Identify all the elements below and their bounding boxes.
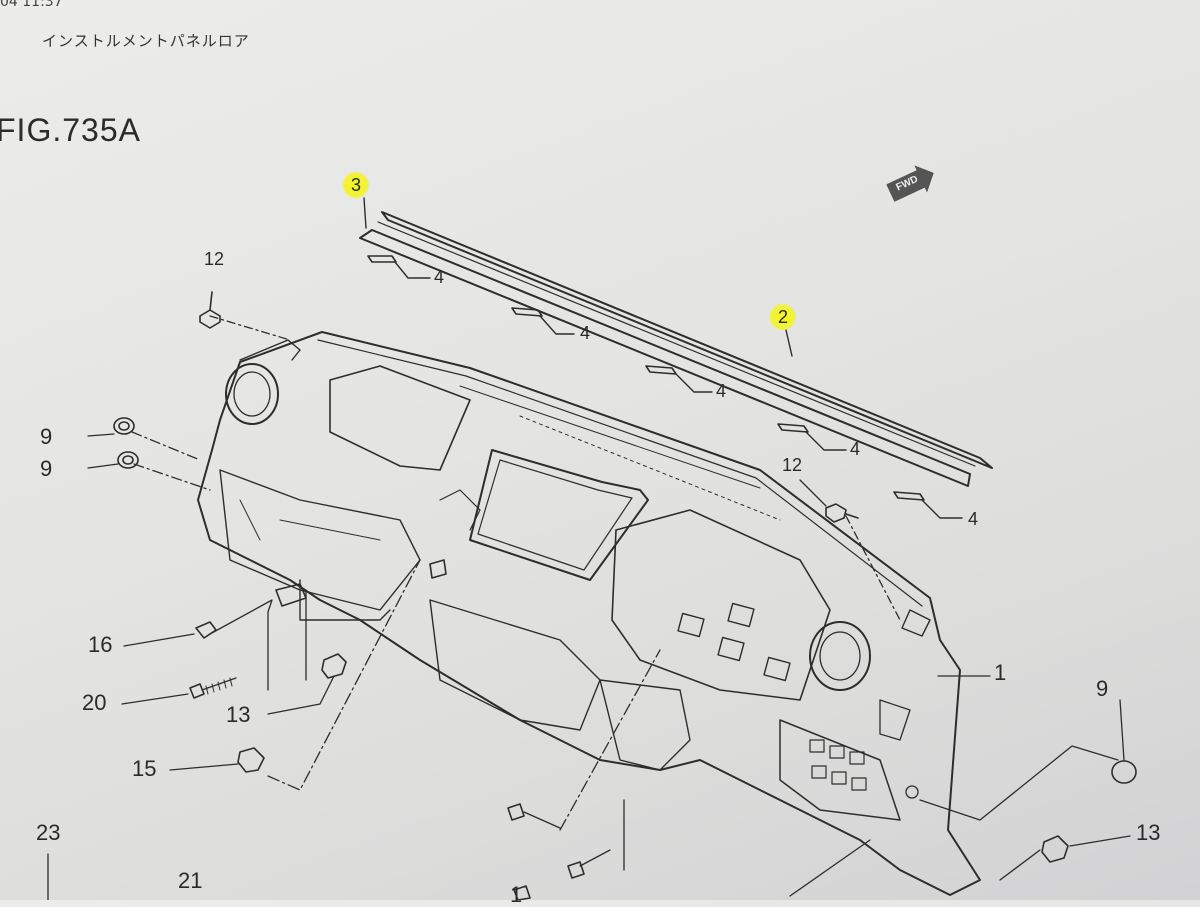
callout-partial: 1: [510, 882, 523, 907]
callout-4-e: 4: [968, 509, 979, 529]
trim-strip-2: [359, 211, 993, 487]
callout-12-b: 12: [782, 455, 803, 475]
callout-9-a: 9: [40, 424, 53, 449]
callout-16: 16: [88, 632, 113, 657]
callout-4-d: 4: [850, 439, 861, 459]
callout-9-b: 9: [40, 456, 53, 481]
callout-13-a: 13: [226, 702, 251, 727]
callout-1: 1: [994, 660, 1007, 685]
print-timestamp: 04 11:37: [0, 0, 63, 10]
callout-4-b: 4: [580, 323, 591, 343]
section-title: インストルメントパネルロア: [42, 32, 250, 50]
callout-9-c: 9: [1096, 676, 1109, 701]
callout-2: 2: [770, 304, 797, 330]
figure-id: FIG.735A: [0, 112, 141, 148]
callout-12-a: 12: [204, 249, 225, 269]
callout-4-a: 4: [434, 267, 445, 287]
dash-panel-body: [197, 331, 981, 896]
clips-4: [367, 255, 925, 501]
callout-21: 21: [178, 868, 203, 893]
callout-23: 23: [36, 820, 61, 845]
callout-20: 20: [82, 690, 107, 715]
callout-13-b: 13: [1136, 820, 1161, 845]
callout-4-c: 4: [716, 381, 727, 401]
callout-3: 3: [343, 172, 370, 198]
callout-15: 15: [132, 756, 157, 781]
fasteners: [113, 291, 1137, 900]
